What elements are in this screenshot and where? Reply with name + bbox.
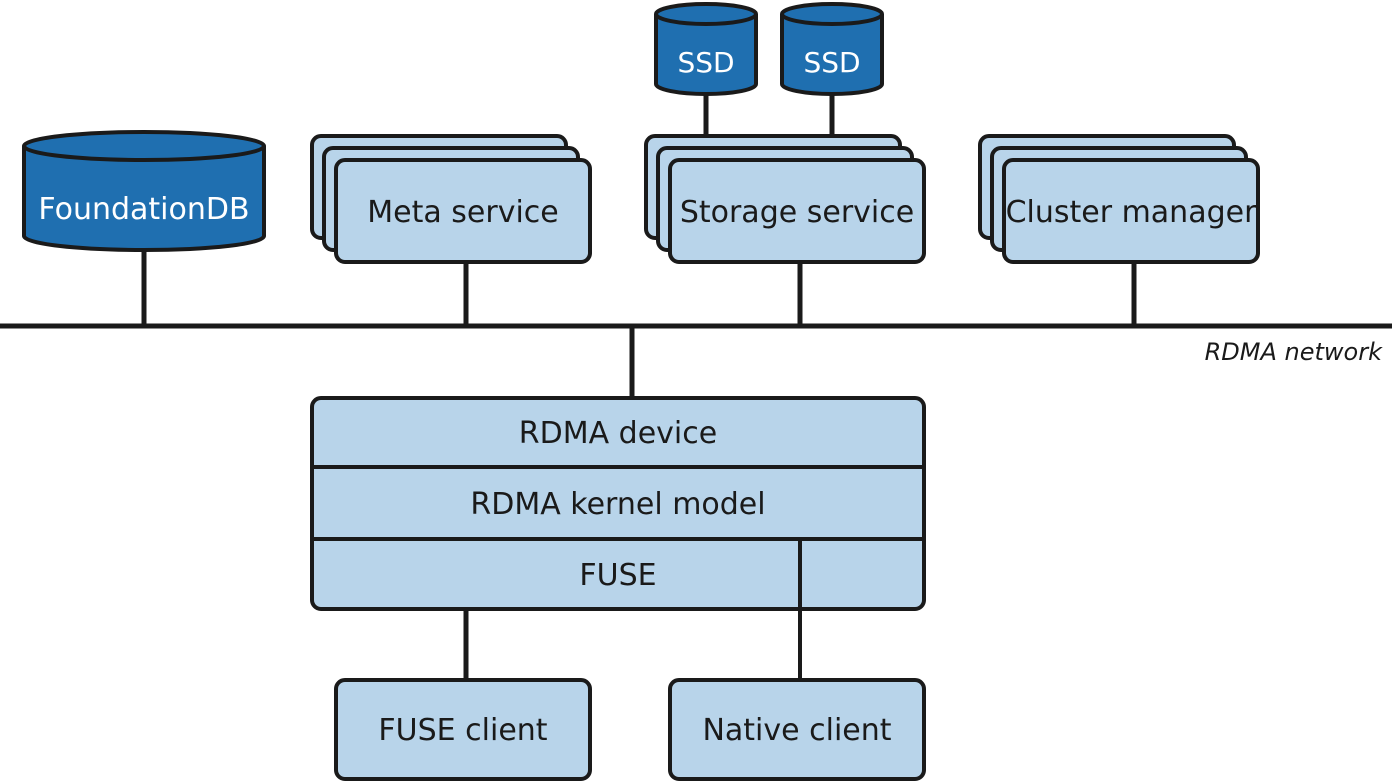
ssd-1-cylinder-top — [654, 2, 758, 26]
client-stack-box — [310, 396, 926, 611]
native-client-box — [668, 678, 926, 781]
ssd-2-cylinder-body — [780, 14, 884, 96]
native-client-label: Native client — [702, 713, 891, 748]
storage-service-stack: Storage service — [644, 134, 926, 264]
cluster-manager-box — [1002, 158, 1260, 264]
layer-fuse: FUSE — [579, 558, 656, 593]
ssd-1-cylinder-body — [654, 14, 758, 96]
ssd-database-1: SSD — [654, 2, 758, 96]
rdma-network-label: RDMA network — [1205, 338, 1383, 366]
fuse-client-box — [334, 678, 592, 781]
foundationdb-cylinder-body — [22, 146, 266, 252]
ssd-2-cylinder-top — [780, 2, 884, 26]
ssd-1-label: SSD — [677, 46, 734, 79]
fuse-client-node: FUSE client — [334, 678, 592, 781]
meta-service-label: Meta service — [367, 195, 558, 230]
foundationdb-label: FoundationDB — [38, 192, 249, 227]
foundationdb-cylinder-top — [22, 130, 266, 162]
native-client-node: Native client — [668, 678, 926, 781]
layer-rdma-device: RDMA device — [519, 416, 717, 451]
layer-rdma-kernel-model: RDMA kernel model — [470, 487, 765, 522]
ssd-2-label: SSD — [803, 46, 860, 79]
fuse-client-label: FUSE client — [378, 713, 547, 748]
meta-service-stack: Meta service — [310, 134, 592, 264]
foundationdb-database: FoundationDB — [22, 130, 266, 252]
storage-service-box — [668, 158, 926, 264]
storage-service-label: Storage service — [680, 195, 914, 230]
connectors — [141, 92, 1137, 680]
ssd-database-2: SSD — [780, 2, 884, 96]
cluster-manager-label: Cluster manager — [1006, 195, 1258, 230]
cluster-manager-stack: Cluster manager — [978, 134, 1260, 264]
meta-service-box — [334, 158, 592, 264]
client-stack: RDMA device RDMA kernel model FUSE — [310, 396, 926, 680]
